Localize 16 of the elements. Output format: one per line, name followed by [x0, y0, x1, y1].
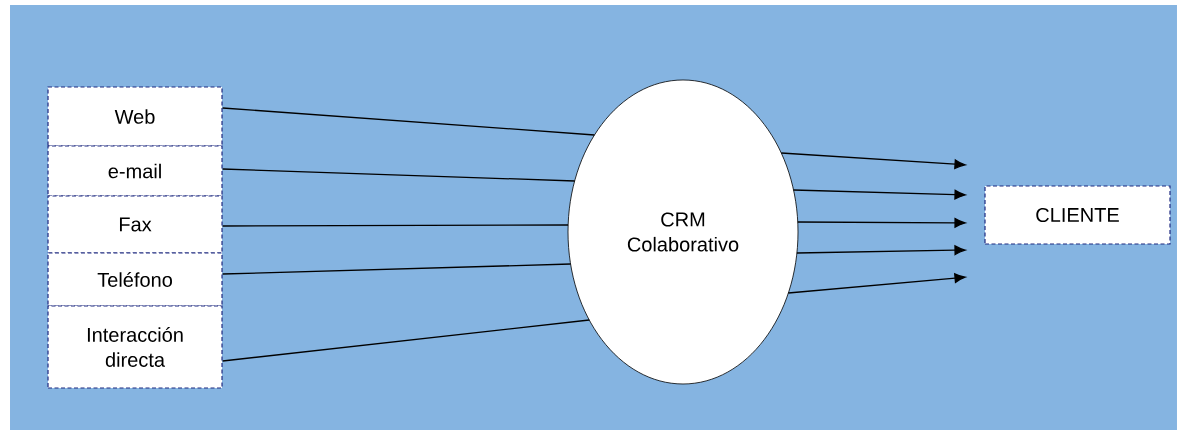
arrow [796, 245, 966, 256]
connector-line [221, 319, 590, 362]
connector-line [221, 107, 596, 136]
connector-line [221, 224, 569, 227]
connector-line [221, 168, 576, 182]
connector-line [221, 263, 572, 275]
arrow [787, 273, 966, 294]
channel-box: CLIENTE [984, 185, 1171, 245]
channel-box: Interacción directa [47, 305, 223, 389]
arrow [780, 152, 966, 170]
channel-box: Fax [47, 195, 223, 254]
channel-box: Web [47, 86, 223, 147]
arrow [797, 217, 966, 228]
channel-box: Teléfono [47, 252, 223, 307]
channel-box: e-mail [47, 145, 223, 197]
arrow [792, 189, 966, 200]
